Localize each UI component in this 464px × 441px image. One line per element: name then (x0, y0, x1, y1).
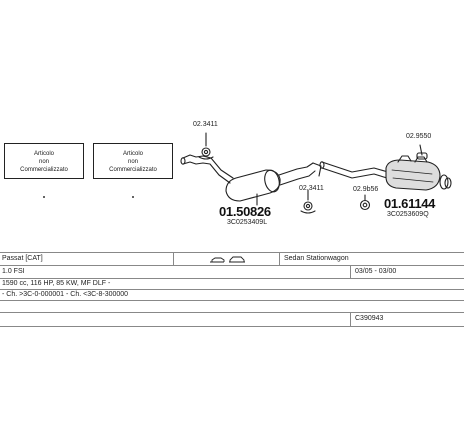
table-line (0, 265, 464, 266)
rear-silencer-part-number: 01.61144 (384, 196, 436, 211)
clamp-middle-label: 02.3411 (299, 185, 324, 192)
vehicle-spec: 1590 cc, 116 HP, 85 KW, MF DLF - (2, 280, 111, 287)
hanger-rear-icon (416, 144, 428, 160)
not-available-line: Commercializzato (20, 167, 68, 173)
clamp-left-icon (198, 132, 214, 160)
car-body-icon (210, 256, 245, 263)
clamp-left-label: 02.3411 (193, 121, 218, 128)
table-line (0, 252, 464, 253)
table-line (0, 326, 464, 327)
front-silencer-oem: 3C0253409L (227, 219, 268, 226)
vehicle-code: C390943 (355, 315, 384, 322)
front-silencer-icon (180, 154, 322, 206)
front-silencer-part-number: 01.50826 (219, 204, 271, 219)
not-available-line: Articolo (122, 151, 143, 157)
table-line (0, 312, 464, 313)
exhaust-diagram (180, 132, 452, 214)
rear-silencer-icon (319, 155, 452, 191)
not-available-box-1: Articolo non Commercializzato (4, 143, 84, 179)
table-divider (350, 312, 351, 326)
not-available-line: non (127, 159, 138, 165)
box-dot (132, 196, 134, 198)
hanger-rear-label: 02.9550 (406, 133, 432, 140)
not-available-line: non (38, 159, 49, 165)
clamp-middle-icon (300, 189, 316, 214)
clamp-rear-icon (359, 194, 371, 211)
vehicle-model: Passat [CAT] (2, 255, 43, 262)
table-divider (173, 252, 174, 265)
table-line (0, 289, 464, 290)
table-divider (279, 252, 280, 265)
table-line (0, 278, 464, 279)
vehicle-chassis: - Ch. >3C-0-000001 - Ch. <3C-8-300000 (2, 291, 129, 298)
vehicle-body: Sedan Stationwagon (284, 255, 349, 262)
rear-silencer-oem: 3C0253609Q (387, 211, 429, 218)
vehicle-years: 03/05 - 03/00 (355, 268, 397, 275)
not-available-line: Commercializzato (109, 167, 157, 173)
vehicle-engine: 1.0 FSI (2, 268, 25, 275)
table-divider (350, 265, 351, 278)
table-line (0, 300, 464, 301)
clamp-rear-label: 02.9b56 (353, 186, 379, 193)
box-dot (43, 196, 45, 198)
not-available-box-2: Articolo non Commercializzato (93, 143, 173, 179)
not-available-line: Articolo (33, 151, 54, 157)
